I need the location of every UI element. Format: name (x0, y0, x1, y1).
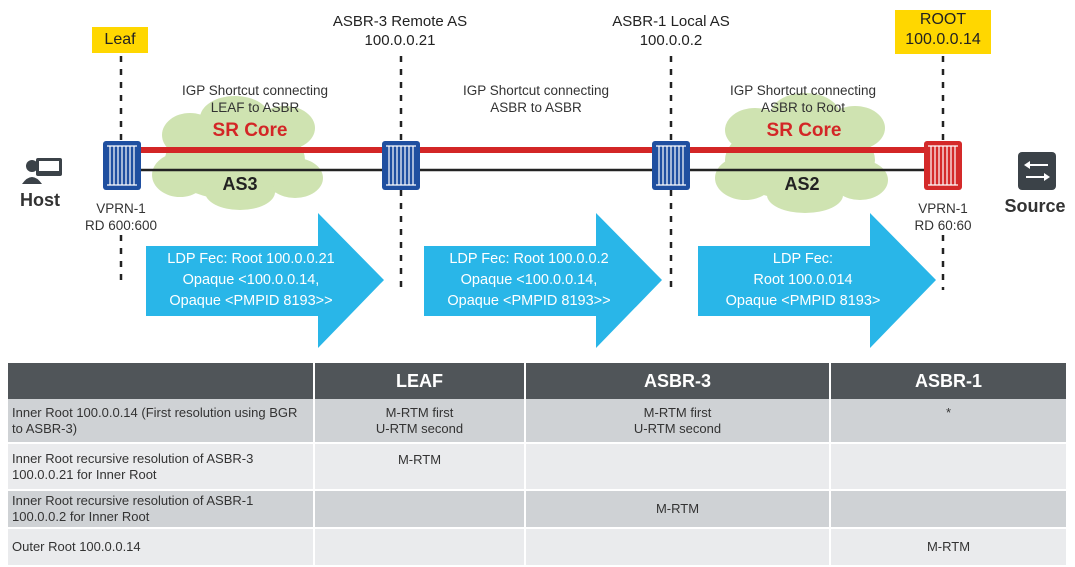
right-as-label: AS2 (784, 174, 820, 194)
ldp-arrow-2-line3: Opaque <PMPID 8193>> (447, 293, 611, 309)
root-tag-line2: 100.0.0.14 (905, 31, 981, 48)
table-header-asbr1: ASBR-1 (830, 363, 1068, 399)
igp-mid-label: IGP Shortcut connecting ASBR to ASBR (436, 82, 636, 116)
router-root[interactable] (924, 141, 962, 190)
cell-asbr3-line2: U-RTM second (633, 420, 722, 436)
ldp-arrow-3-line2: Root 100.0.014 (753, 272, 853, 288)
ldp-arrow-3 (698, 213, 936, 348)
source-label: Source (1004, 196, 1066, 216)
ldp-arrow-1-text: LDP Fec: Root 100.0.0.21 Opaque <100.0.0… (146, 249, 356, 312)
cell-leaf-line2: U-RTM second (375, 420, 464, 436)
ldp-arrow-1-line3: Opaque <PMPID 8193>> (169, 293, 333, 309)
left-as-label: AS3 (222, 174, 258, 194)
root-tag: ROOT 100.0.0.14 (895, 10, 991, 54)
igp-mid-line1: IGP Shortcut connecting (462, 83, 610, 98)
asbr1-label-line1: ASBR-1 Local AS (612, 13, 730, 30)
ldp-arrow-1 (146, 213, 384, 348)
ldp-arrow-1-line1: LDP Fec: Root 100.0.0.21 (167, 251, 335, 267)
asbr3-label-line1: ASBR-3 Remote AS (332, 13, 468, 30)
host-label: Host (20, 190, 60, 210)
asbr3-label: ASBR-3 Remote AS 100.0.0.21 (305, 12, 495, 50)
ldp-arrow-2-line1: LDP Fec: Root 100.0.0.2 (449, 251, 609, 267)
igp-right-line2: ASBR to Root (760, 100, 846, 115)
vprn-right-line2: RD 60:60 (914, 218, 972, 233)
network-diagram: Leaf ROOT 100.0.0.14 ASBR-3 Remote AS 10… (20, 10, 1066, 348)
vprn-right-line1: VPRN-1 (918, 201, 968, 216)
igp-right-line1: IGP Shortcut connecting (729, 83, 877, 98)
ldp-arrow-3-text: LDP Fec: Root 100.0.014 Opaque <PMPID 81… (698, 249, 908, 312)
ldp-arrow-2-text: LDP Fec: Root 100.0.0.2 Opaque <100.0.0.… (424, 249, 634, 312)
table-row: Outer Root 100.0.0.14 M-RTM (8, 528, 1068, 567)
cell-asbr1: M-RTM (830, 528, 1068, 567)
ldp-arrow-2-line2: Opaque <100.0.0.14, (460, 272, 598, 288)
cell-asbr1 (830, 443, 1068, 491)
row-label: Inner Root recursive resolution of ASBR-… (8, 490, 315, 529)
router-asbr3[interactable] (382, 141, 420, 190)
leaf-tag-label: Leaf (104, 31, 136, 48)
right-cloud (715, 93, 888, 213)
table-row: Inner Root recursive resolution of ASBR-… (8, 443, 1068, 491)
igp-mid-line2: ASBR to ASBR (490, 100, 582, 115)
table-row: Inner Root 100.0.0.14 (First resolution … (8, 399, 1068, 444)
cell-asbr3 (525, 443, 831, 491)
asbr1-label-line2: 100.0.0.2 (639, 32, 703, 49)
asbr1-label: ASBR-1 Local AS 100.0.0.2 (580, 12, 762, 50)
cell-asbr3 (525, 528, 831, 567)
root-tag-line1: ROOT (919, 11, 967, 28)
cell-leaf: M-RTM (314, 443, 526, 491)
resolution-table: LEAF ASBR-3 ASBR-1 Inner Root 100.0.0.14… (8, 363, 1068, 567)
igp-left-line1: IGP Shortcut connecting (181, 83, 329, 98)
table-header-leaf: LEAF (314, 363, 526, 399)
router-leaf[interactable] (103, 141, 141, 190)
cell-asbr3: M-RTM (525, 490, 831, 529)
diagram-graphics (22, 56, 1056, 348)
router-asbr1[interactable] (652, 141, 690, 190)
ldp-arrow-1-line2: Opaque <100.0.0.14, (182, 272, 320, 288)
source-icon (1018, 152, 1056, 190)
vprn-left-label: VPRN-1 RD 600:600 (66, 200, 176, 234)
row-label: Inner Root 100.0.0.14 (First resolution … (8, 399, 315, 444)
left-sr-core-label: SR Core (212, 120, 288, 141)
igp-right-label: IGP Shortcut connecting ASBR to Root (703, 82, 903, 116)
right-sr-core-label: SR Core (766, 120, 842, 141)
vprn-left-line2: RD 600:600 (84, 218, 158, 233)
host-icon (22, 158, 62, 184)
dashed-guides (119, 56, 945, 290)
table-header-row: LEAF ASBR-3 ASBR-1 (8, 363, 1068, 399)
table-header-blank (8, 363, 315, 399)
vprn-right-label: VPRN-1 RD 60:60 (900, 200, 986, 234)
cell-asbr1 (830, 490, 1068, 529)
row-label: Inner Root recursive resolution of ASBR-… (8, 443, 315, 491)
leaf-tag: Leaf (92, 27, 148, 53)
cell-leaf (314, 528, 526, 567)
cell-asbr1: * (830, 399, 1068, 444)
asbr3-label-line2: 100.0.0.21 (364, 32, 436, 49)
row-label: Outer Root 100.0.0.14 (8, 528, 315, 567)
cell-leaf-line1: M-RTM first (385, 404, 454, 420)
igp-left-label: IGP Shortcut connecting LEAF to ASBR (155, 82, 355, 116)
table-header-asbr3: ASBR-3 (525, 363, 831, 399)
vprn-left-line1: VPRN-1 (96, 201, 146, 216)
ldp-arrow-3-line3: Opaque <PMPID 8193> (725, 293, 881, 309)
cell-asbr3-line1: M-RTM first (643, 404, 712, 420)
table-row: Inner Root recursive resolution of ASBR-… (8, 490, 1068, 529)
igp-left-line2: LEAF to ASBR (210, 100, 300, 115)
ldp-arrow-2 (424, 213, 662, 348)
ldp-arrow-3-line1: LDP Fec: (772, 251, 834, 267)
cell-leaf (314, 490, 526, 529)
left-cloud (152, 96, 323, 210)
